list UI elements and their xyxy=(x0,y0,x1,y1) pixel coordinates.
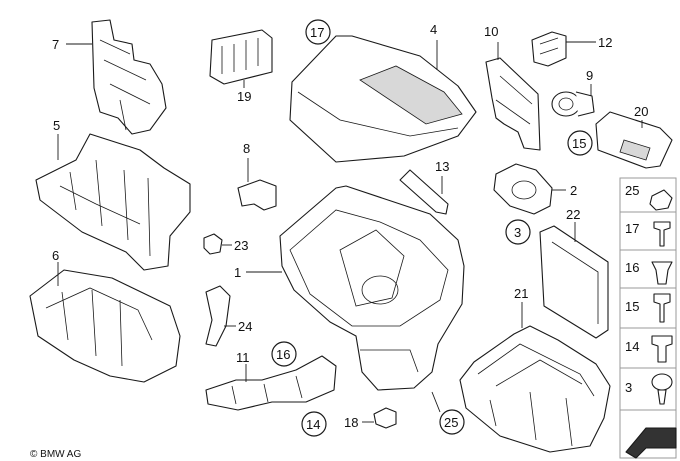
callout-9: 9 xyxy=(586,68,593,83)
callout-15-circle xyxy=(567,130,593,156)
callout-17-circled: 17 xyxy=(310,25,324,40)
part-7-bracket xyxy=(91,19,167,135)
legend-15: 15 xyxy=(625,299,639,314)
part-6-carrier xyxy=(29,269,181,383)
copyright: © BMW AG xyxy=(30,449,81,460)
callout-23: 23 xyxy=(234,238,248,253)
callout-18: 18 xyxy=(344,415,358,430)
callout-22: 22 xyxy=(566,207,580,222)
part-20-cap xyxy=(595,111,673,169)
part-23-clip xyxy=(203,233,223,255)
callout-14-circled: 14 xyxy=(306,417,320,432)
part-19-connector xyxy=(209,29,273,85)
part-2-sensor xyxy=(493,163,553,215)
callout-7: 7 xyxy=(52,37,59,52)
callout-17-circle xyxy=(305,19,331,45)
part-1-housing xyxy=(279,185,465,391)
callout-15-circled: 15 xyxy=(572,136,586,151)
nut-icon xyxy=(649,189,673,211)
fastener-legend: 25 17 16 15 14 3 xyxy=(619,177,677,459)
part-21-box xyxy=(459,325,611,453)
part-12-clip xyxy=(531,31,567,67)
callout-1: 1 xyxy=(234,265,241,280)
callout-13: 13 xyxy=(435,159,449,174)
part-4-cover xyxy=(289,35,477,163)
expanding-rivet-icon xyxy=(651,261,673,285)
legend-14: 14 xyxy=(625,339,639,354)
callout-8: 8 xyxy=(243,141,250,156)
part-9-grommet xyxy=(551,91,595,117)
legend-25: 25 xyxy=(625,183,639,198)
callout-12: 12 xyxy=(598,35,612,50)
callout-10: 10 xyxy=(484,24,498,39)
callout-11: 11 xyxy=(236,350,250,365)
legend-17: 17 xyxy=(625,221,639,236)
callout-3-circle xyxy=(505,219,531,245)
callout-6: 6 xyxy=(52,248,59,263)
part-24-tie xyxy=(205,285,231,347)
callout-21: 21 xyxy=(514,286,528,301)
callout-25-circled: 25 xyxy=(444,415,458,430)
part-8-clip xyxy=(237,179,277,211)
callout-4: 4 xyxy=(430,22,437,37)
callout-16-circle xyxy=(271,341,297,367)
callout-14-circle xyxy=(301,411,327,437)
legend-3: 3 xyxy=(625,380,632,395)
callout-20: 20 xyxy=(634,104,648,119)
tapping-screw-icon xyxy=(651,373,673,391)
part-13-strip xyxy=(399,169,449,215)
legend-16: 16 xyxy=(625,260,639,275)
part-11-shield xyxy=(205,355,337,411)
callout-16-circled: 16 xyxy=(276,347,290,362)
flange-bolt-icon xyxy=(651,335,673,363)
callout-25-circle xyxy=(439,409,465,435)
part-10-bracket xyxy=(485,57,541,151)
callout-2: 2 xyxy=(570,183,577,198)
screw-icon xyxy=(653,293,671,323)
callout-24: 24 xyxy=(238,319,252,334)
orientation-arrow-icon xyxy=(625,427,677,459)
callout-3-circled: 3 xyxy=(514,225,521,240)
part-22-frame xyxy=(539,225,609,339)
part-5-carrier xyxy=(35,133,191,271)
legend-panel xyxy=(619,177,677,459)
bolt-icon xyxy=(653,221,671,247)
callout-19: 19 xyxy=(237,89,251,104)
callout-5: 5 xyxy=(53,118,60,133)
part-18-grommet xyxy=(373,407,397,429)
